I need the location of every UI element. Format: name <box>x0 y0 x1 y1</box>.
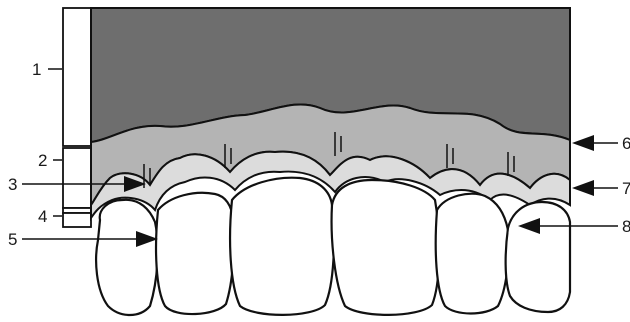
tooth-far-left <box>96 200 158 315</box>
tooth-right-central <box>332 180 440 315</box>
tooth-far-right <box>506 202 570 312</box>
scale-bar <box>63 8 91 227</box>
scale-segment-4 <box>63 213 91 227</box>
label-6: 6 <box>622 134 630 153</box>
label-1: 1 <box>32 60 41 79</box>
teeth <box>96 178 570 315</box>
tooth-left-central <box>230 178 334 315</box>
label-3: 3 <box>8 175 17 194</box>
tooth-left-lateral <box>156 193 234 314</box>
label-7: 7 <box>622 179 630 198</box>
tooth-right-lateral <box>436 194 509 314</box>
label-5: 5 <box>8 230 17 249</box>
label-4: 4 <box>38 207 47 226</box>
arrow-6-head <box>572 135 594 151</box>
scale-segment-1 <box>63 8 91 146</box>
scale-segment-2 <box>63 148 91 208</box>
arrow-7-head <box>572 180 594 196</box>
label-8: 8 <box>622 217 630 236</box>
label-2: 2 <box>38 151 47 170</box>
